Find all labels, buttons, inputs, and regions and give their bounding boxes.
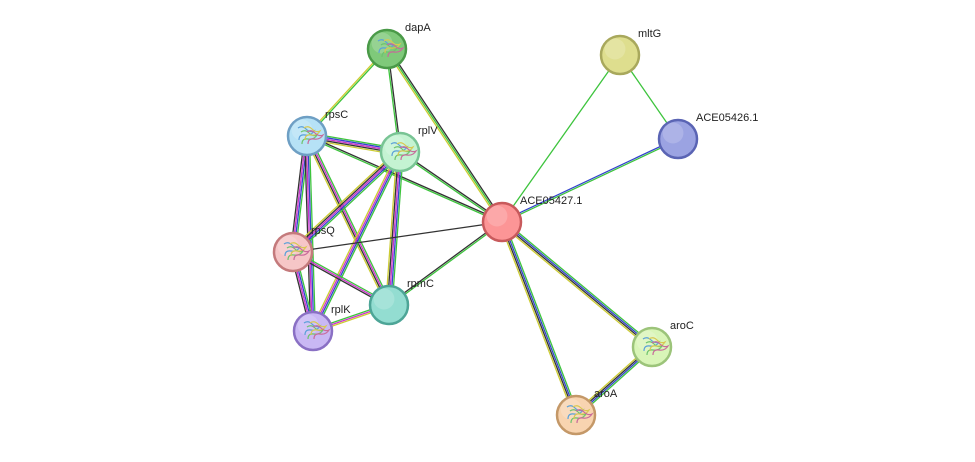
edge-strand: [500, 222, 576, 416]
edge-strand: [386, 48, 503, 223]
edge-ace05426-1-ace05427-1[interactable]: [501, 137, 679, 224]
edge-strand: [306, 136, 502, 224]
node-label: rpmC: [407, 278, 434, 290]
edge-layer: [289, 47, 679, 418]
edge-strand: [386, 151, 400, 305]
node-label: rplV: [418, 125, 438, 137]
node-layer: dapA mltG ACE05426.1 rpsC rplV ACE05427.1 rpsQ…: [272, 22, 758, 436]
node-label: rplK: [331, 304, 351, 316]
edge-strand: [387, 47, 504, 222]
node-ace05427-1[interactable]: ACE05427.1: [481, 195, 582, 243]
node-highlight: [277, 235, 299, 257]
node-dapa[interactable]: dapA: [366, 22, 431, 70]
node-highlight: [291, 119, 313, 141]
protein-structure-icon: [297, 126, 325, 145]
edge-strand: [391, 152, 404, 306]
edge-ace05427-1-aroa[interactable]: [499, 220, 579, 417]
protein-structure-icon: [642, 337, 670, 356]
edge-strand: [502, 139, 679, 224]
edge-strand: [313, 152, 402, 332]
edge-rpsc-rpmc[interactable]: [304, 134, 392, 307]
protein-structure-icon: [566, 405, 594, 424]
protein-structure-icon: [390, 142, 418, 161]
edge-strand: [305, 136, 389, 306]
edge-strand: [501, 54, 621, 223]
node-ace05426-1[interactable]: ACE05426.1: [657, 112, 758, 160]
edge-strand: [501, 222, 652, 349]
edge-strand: [503, 219, 654, 346]
node-highlight: [371, 32, 393, 54]
edge-ace05427-1-aroc[interactable]: [500, 219, 654, 350]
edge-strand: [291, 150, 400, 252]
edge-strand: [310, 150, 399, 331]
edge-strand: [499, 222, 575, 417]
node-aroc[interactable]: aroC: [631, 320, 694, 368]
edge-strand: [385, 151, 398, 305]
edge-rplv-ace05427-1[interactable]: [399, 150, 503, 224]
node-label: dapA: [405, 22, 431, 34]
edge-strand: [292, 151, 401, 253]
node-label: rpsC: [325, 109, 348, 121]
edge-strand: [294, 153, 403, 255]
edge-strand: [389, 152, 403, 306]
node-rplk[interactable]: rplK: [292, 304, 351, 352]
node-circle: [657, 118, 699, 160]
node-label: ACE05427.1: [520, 195, 582, 207]
node-highlight: [560, 398, 582, 420]
node-label: mltG: [638, 28, 661, 40]
node-circle: [481, 201, 523, 243]
node-rpsq[interactable]: rpsQ: [272, 225, 335, 273]
node-label: aroC: [670, 320, 694, 332]
node-rpsc[interactable]: rpsC: [286, 109, 348, 157]
edge-mltg-ace05427-1[interactable]: [501, 54, 621, 223]
edge-strand: [502, 220, 653, 347]
edge-strand: [307, 134, 503, 222]
node-circle: [368, 284, 410, 326]
edge-dapa-ace05427-1[interactable]: [385, 47, 504, 224]
node-highlight: [373, 288, 395, 310]
edge-rpmc-ace05427-1[interactable]: [388, 220, 503, 307]
edge-rplv-rpmc[interactable]: [385, 151, 404, 306]
edge-rpsq-ace05427-1[interactable]: [292, 221, 503, 253]
node-highlight: [604, 38, 626, 60]
node-rplv[interactable]: rplV: [379, 125, 438, 173]
edge-strand: [502, 221, 578, 415]
node-circle: [599, 34, 641, 76]
edge-strand: [503, 220, 579, 415]
edge-strand: [308, 134, 392, 305]
node-highlight: [486, 205, 508, 227]
protein-structure-icon: [377, 39, 405, 58]
edge-strand: [290, 149, 399, 251]
edge-strand: [501, 137, 678, 222]
node-label: ACE05426.1: [696, 112, 758, 124]
edge-strand: [311, 151, 400, 331]
edge-strand: [292, 221, 503, 253]
node-label: aroA: [594, 388, 618, 400]
edge-strand: [388, 151, 401, 306]
edge-rpsc-ace05427-1[interactable]: [306, 134, 503, 224]
node-highlight: [384, 135, 406, 157]
edge-strand: [385, 49, 502, 224]
edge-strand: [304, 136, 388, 307]
edge-rplv-rpsq[interactable]: [290, 149, 403, 255]
protein-structure-icon: [283, 242, 311, 261]
edge-strand: [307, 135, 391, 305]
node-highlight: [636, 330, 658, 352]
edge-strand: [400, 150, 503, 222]
edge-strand: [399, 152, 502, 224]
node-label: rpsQ: [311, 225, 335, 237]
node-mltg[interactable]: mltG: [599, 28, 661, 76]
node-rpmc[interactable]: rpmC: [368, 278, 434, 326]
node-highlight: [297, 314, 319, 336]
edge-strand: [293, 152, 402, 254]
node-highlight: [662, 122, 684, 144]
edge-strand: [389, 222, 503, 307]
edge-strand: [388, 220, 502, 305]
protein-structure-icon: [303, 321, 331, 340]
edge-strand: [305, 136, 313, 332]
node-aroa[interactable]: aroA: [555, 388, 618, 436]
edge-strand: [500, 223, 651, 350]
